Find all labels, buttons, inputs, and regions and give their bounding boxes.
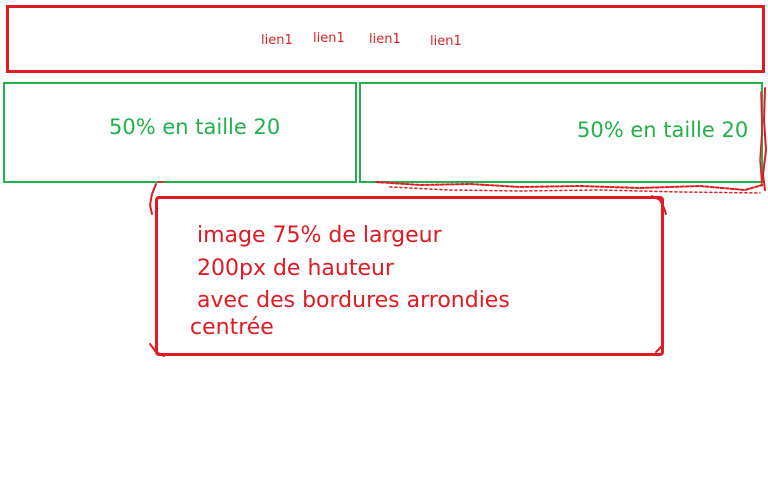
image-height-text: 200px de hauteur — [197, 256, 394, 281]
right-column-text: 50% en taille 20 — [577, 118, 749, 142]
nav-bar: lien1 lien1 lien1 lien1 — [6, 5, 765, 73]
left-column-box: 50% en taille 20 — [3, 82, 357, 183]
image-centered-text: centrée — [190, 315, 274, 340]
image-width-text: image 75% de largeur — [197, 223, 442, 248]
nav-link-2[interactable]: lien1 — [313, 31, 345, 46]
nav-link-1[interactable]: lien1 — [261, 33, 293, 48]
image-placeholder-box: image 75% de largeur 200px de hauteur av… — [155, 196, 664, 356]
right-column-box: 50% en taille 20 — [359, 82, 763, 183]
image-border-text: avec des bordures arrondies — [197, 288, 510, 313]
nav-link-3[interactable]: lien1 — [369, 32, 401, 47]
nav-link-4[interactable]: lien1 — [430, 34, 462, 49]
left-column-text: 50% en taille 20 — [109, 115, 281, 139]
